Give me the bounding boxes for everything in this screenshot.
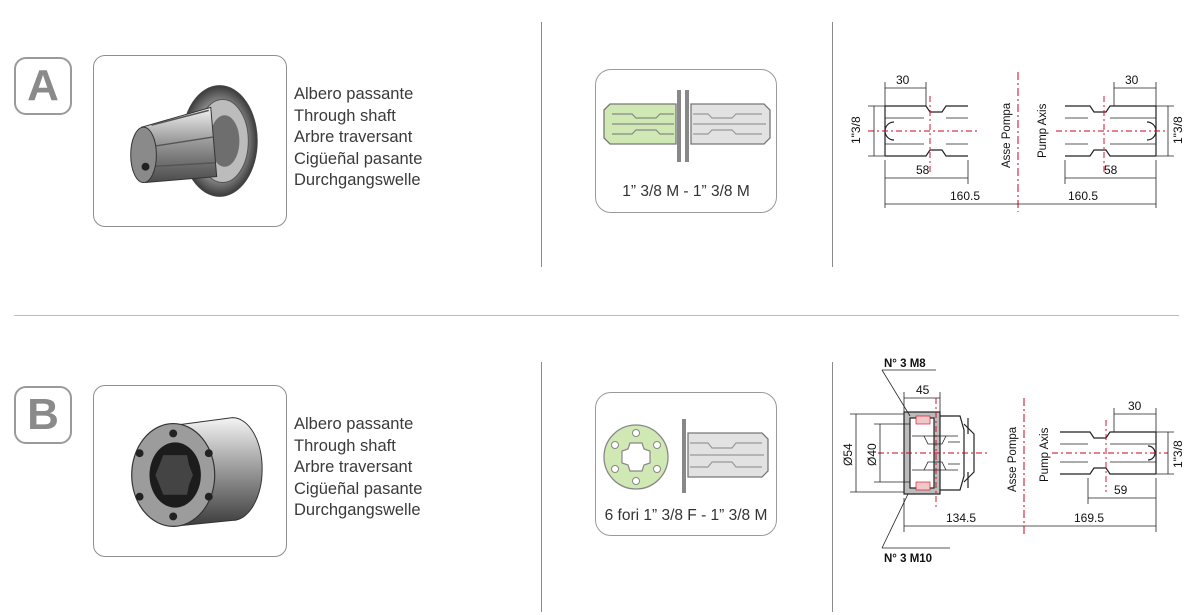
section-letter: A	[27, 61, 59, 110]
section-letter: B	[27, 390, 59, 439]
bolt-label-m8: N° 3 M8	[884, 358, 926, 370]
shaft-photo-image	[130, 85, 258, 197]
dimension-drawing: N° 3 M8 N° 3 M10 45 Ø54 Ø40 30 1"3/8 59 …	[841, 358, 1185, 565]
axis-label-italian: Asse Pompa	[1001, 102, 1013, 168]
technical-drawing-a: 30 30 1"3/8 1"3/8 58 58 160.5 160.5 Asse…	[838, 60, 1194, 220]
name-spanish: Cigüeñal pasante	[294, 479, 423, 498]
dim-dia-left: 1"3/8	[849, 116, 863, 144]
technical-drawing-b: N° 3 M8 N° 3 M10 45 Ø54 Ø40 30 1"3/8 59 …	[838, 358, 1194, 570]
dim-58-right: 58	[1104, 163, 1118, 177]
bolt-label-m10: N° 3 M10	[884, 553, 932, 565]
product-photo-through-shaft	[93, 55, 287, 227]
dim-dia-40: Ø40	[865, 443, 879, 466]
connection-type-label: 1” 3/8 M - 1” 3/8 M	[622, 183, 750, 200]
dim-160-right: 160.5	[1068, 189, 1098, 203]
axis-label-english: Pump Axis	[1039, 427, 1051, 482]
name-french: Arbre traversant	[294, 458, 413, 476]
connection-type-card: 6 fori 1” 3/8 F - 1” 3/8 M	[595, 392, 777, 536]
column-divider	[832, 362, 833, 612]
product-name-list: Albero passante Through shaft Arbre trav…	[294, 84, 422, 192]
section-letter-badge: B	[14, 386, 72, 444]
section-a: A Albero passante Through shaft Arbre tr…	[0, 0, 1200, 300]
name-english: Through shaft	[294, 106, 396, 125]
column-divider	[541, 22, 542, 267]
dim-169: 169.5	[1074, 511, 1104, 525]
connection-type-label: 6 fori 1” 3/8 F - 1” 3/8 M	[604, 507, 768, 524]
name-german: Durchgangswelle	[294, 171, 421, 189]
flange-connection-icon	[603, 419, 769, 493]
product-name-list: Albero passante Through shaft Arbre trav…	[294, 414, 422, 522]
column-divider	[832, 22, 833, 267]
connection-type-card: 1” 3/8 M - 1” 3/8 M	[595, 69, 777, 213]
dim-134: 134.5	[946, 511, 976, 525]
axis-label-italian: Asse Pompa	[1007, 426, 1019, 492]
name-english: Through shaft	[294, 436, 396, 455]
section-separator	[14, 315, 1179, 316]
section-b: B Albero passante Through shaft Arbre tr…	[0, 330, 1200, 615]
shaft-connection-icon	[603, 90, 771, 162]
dimension-drawing: 30 30 1"3/8 1"3/8 58 58 160.5 160.5 Asse…	[849, 72, 1185, 212]
dim-58-left: 58	[916, 163, 930, 177]
name-italian: Albero passante	[294, 85, 414, 103]
dim-dia-54: Ø54	[841, 443, 855, 466]
dim-dia-right: 1"3/8	[1171, 440, 1185, 468]
dim-45: 45	[916, 383, 930, 397]
dim-160-left: 160.5	[950, 189, 980, 203]
product-photo-through-shaft	[93, 385, 287, 557]
name-spanish: Cigüeñal pasante	[294, 149, 423, 168]
axis-label-english: Pump Axis	[1037, 103, 1049, 158]
dim-30-left: 30	[896, 73, 910, 87]
name-italian: Albero passante	[294, 415, 414, 433]
dim-30-right: 30	[1128, 399, 1142, 413]
name-german: Durchgangswelle	[294, 501, 421, 519]
section-letter-badge: A	[14, 57, 72, 115]
name-french: Arbre traversant	[294, 128, 413, 146]
dim-30-right: 30	[1125, 73, 1139, 87]
coupling-photo-image	[131, 417, 263, 527]
column-divider	[541, 362, 542, 612]
dim-59: 59	[1114, 483, 1128, 497]
dim-dia-right: 1"3/8	[1171, 116, 1185, 144]
